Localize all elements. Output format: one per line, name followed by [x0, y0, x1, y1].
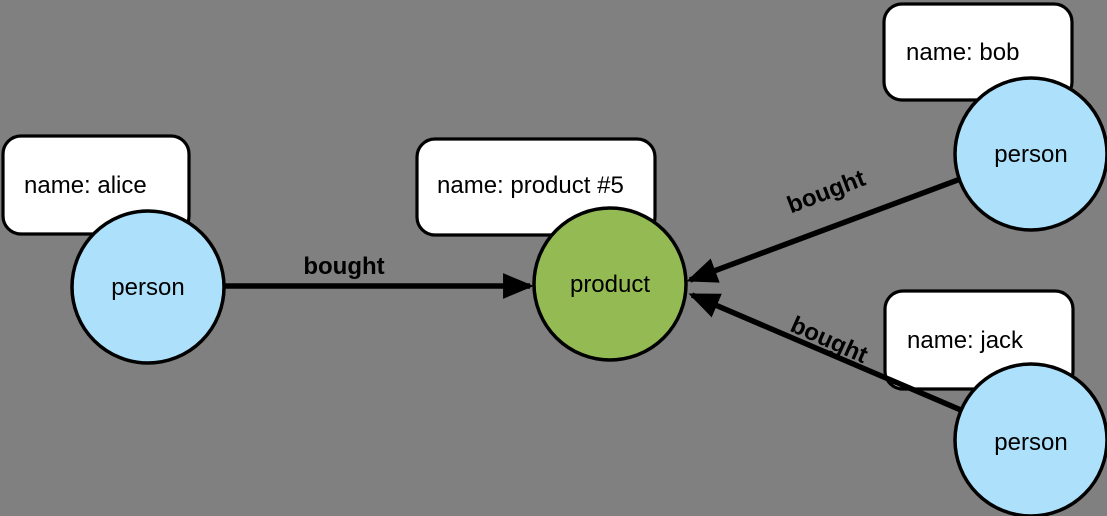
property-box-product: name: product #5: [415, 137, 657, 237]
property-box-bob: name: bob: [882, 2, 1074, 102]
edge-label-alice-bought: bought: [303, 253, 384, 280]
node-circle-product[interactable]: [532, 206, 688, 362]
node-person-bob[interactable]: person: [953, 76, 1107, 232]
node-label-product: product: [570, 271, 650, 298]
node-label-bob: person: [994, 141, 1067, 168]
node-label-jack: person: [994, 429, 1067, 456]
node-circle-bob[interactable]: [953, 76, 1107, 232]
node-circle-jack[interactable]: [953, 362, 1107, 516]
property-box-jack: name: jack: [883, 289, 1075, 391]
property-text-jack: name: jack: [907, 327, 1024, 354]
property-text-product: name: product #5: [437, 172, 624, 199]
node-person-alice[interactable]: person: [70, 209, 226, 365]
node-circle-alice[interactable]: [70, 209, 226, 365]
node-person-jack[interactable]: person: [953, 362, 1107, 516]
node-product[interactable]: product: [532, 206, 688, 362]
property-text-bob: name: bob: [906, 39, 1019, 66]
node-label-alice: person: [111, 274, 184, 301]
property-text-alice: name: alice: [24, 172, 147, 199]
